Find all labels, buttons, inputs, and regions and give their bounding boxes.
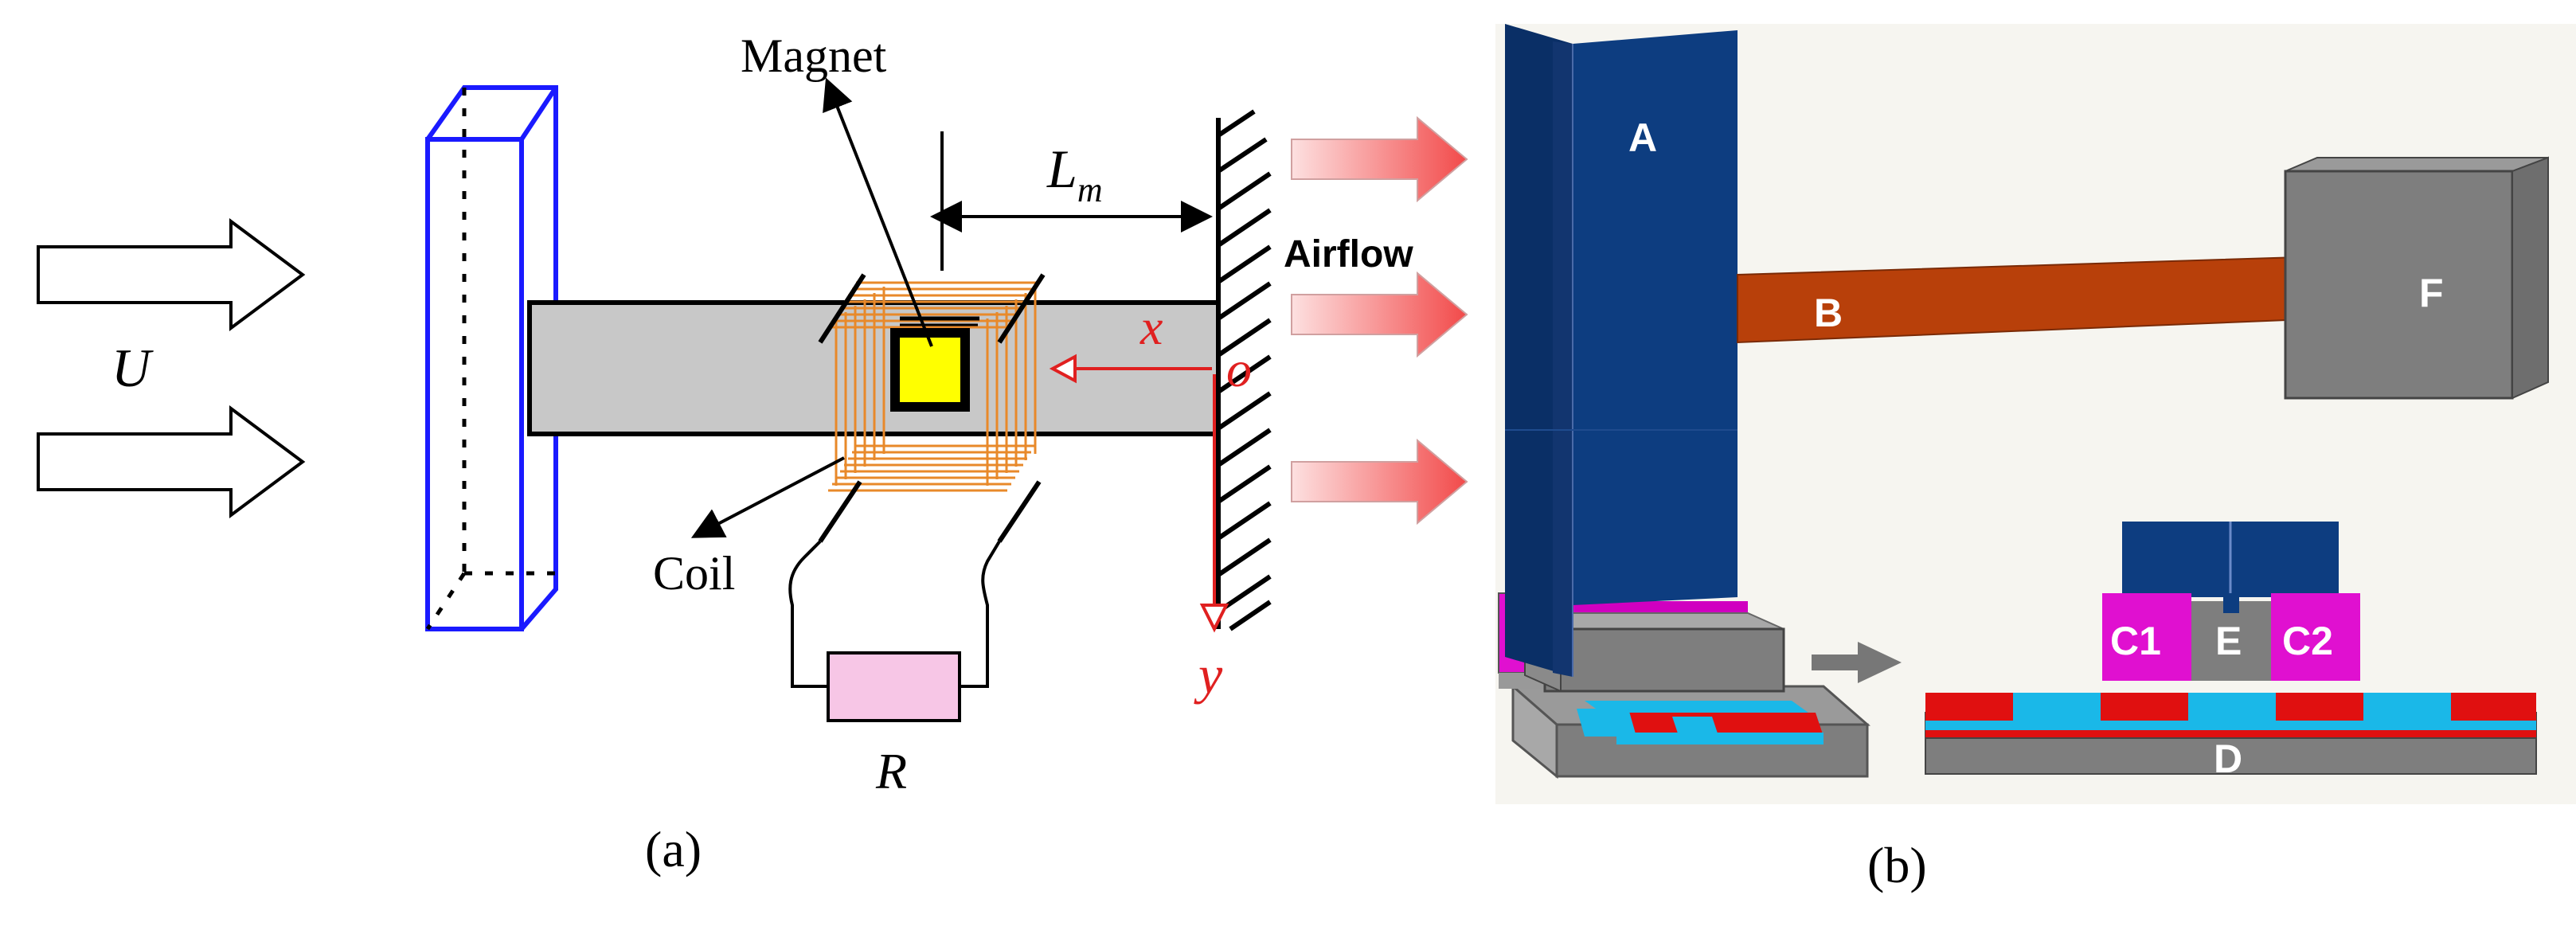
base-assembly xyxy=(1510,683,1870,780)
bluff-body-hidden-edges xyxy=(425,88,556,631)
airflow-arrows xyxy=(1291,115,1468,526)
panel-a: U xyxy=(37,29,1413,877)
resistor-label: R xyxy=(875,743,907,799)
inset-detail xyxy=(1925,522,2537,775)
label-c1: C1 xyxy=(2110,619,2161,663)
origin-label: o xyxy=(1226,341,1252,397)
coil xyxy=(828,281,1039,492)
velocity-label: U xyxy=(111,338,154,398)
airflow-label: Airflow xyxy=(1284,233,1413,275)
length-label-subscript: m xyxy=(1077,170,1103,209)
label-a: A xyxy=(1628,115,1657,160)
bluff-body xyxy=(425,85,558,631)
panel-b: A B F xyxy=(1291,24,2576,893)
block-c2 xyxy=(2271,593,2360,681)
airflow-arrow-2 xyxy=(1291,271,1468,358)
resistor xyxy=(827,651,961,722)
coordinate-axes xyxy=(1049,354,1229,633)
length-label: Lm xyxy=(1046,139,1103,209)
incoming-flow-arrows xyxy=(37,218,306,518)
label-f: F xyxy=(2419,271,2444,315)
x-axis-label: x xyxy=(1139,299,1163,355)
coil-frame-edges xyxy=(818,273,1046,543)
airflow-arrow-1 xyxy=(1291,115,1468,203)
length-label-main: L xyxy=(1046,139,1077,199)
caption-a: (a) xyxy=(645,821,702,877)
block-e xyxy=(2191,601,2271,681)
block-c1 xyxy=(2102,593,2191,681)
airflow-arrow-3 xyxy=(1291,438,1468,526)
label-d: D xyxy=(2214,737,2242,781)
label-c2: C2 xyxy=(2282,619,2333,663)
y-axis-label: y xyxy=(1194,644,1223,705)
flow-arrow-lower xyxy=(37,405,306,518)
magnet-label: Magnet xyxy=(741,29,887,82)
resistor-circuit xyxy=(788,540,1001,688)
coil-label: Coil xyxy=(653,547,735,600)
magnet xyxy=(890,316,979,412)
bluff-body-a xyxy=(1505,24,1738,677)
caption-b-text: (b) xyxy=(1867,837,1927,893)
coil-windings-top xyxy=(828,281,1039,329)
label-e: E xyxy=(2215,619,2242,663)
fixed-wall xyxy=(1216,109,1272,631)
caption-a-text: (a) xyxy=(645,821,702,877)
flow-arrow-upper xyxy=(37,218,306,331)
magnet-strip-row xyxy=(1925,693,2536,738)
label-b: B xyxy=(1814,291,1843,335)
detail-arrow xyxy=(1812,642,1902,683)
coil-windings-left xyxy=(835,287,885,486)
magnet-pointer xyxy=(823,77,933,347)
tip-mass-f xyxy=(2284,156,2549,400)
caption-b: (b) xyxy=(1867,837,1927,893)
coil-pointer xyxy=(690,456,845,538)
